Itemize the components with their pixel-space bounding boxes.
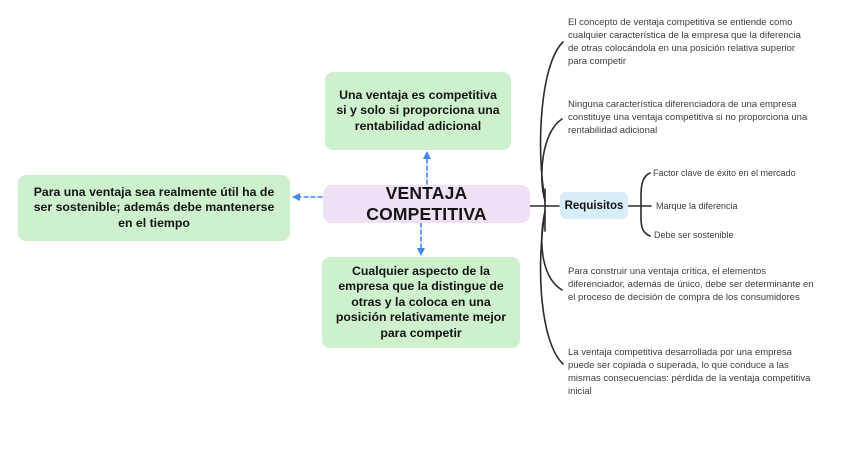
connector-requisitos-brace	[640, 172, 651, 237]
requisito-item-diferencia[interactable]: Marque la diferencia	[656, 201, 738, 211]
central-topic-label: VENTAJA COMPETITIVA	[366, 183, 487, 224]
node-top-rentabilidad[interactable]: Una ventaja es competitiva si y solo si …	[325, 72, 511, 150]
node-left-sostenible[interactable]: Para una ventaja sea realmente útil ha d…	[18, 175, 290, 241]
note-ninguna-caracteristica[interactable]: Ninguna característica diferenciadora de…	[568, 99, 808, 136]
requisito-item-sostenible[interactable]: Debe ser sostenible	[654, 230, 734, 240]
left-node-label: Para una ventaja sea realmente útil ha d…	[33, 184, 275, 230]
connector-to-note-4	[539, 211, 564, 365]
bottom-node-label: Cualquier aspecto de la empresa que la d…	[335, 263, 507, 340]
note-construir-ventaja[interactable]: Para construir una ventaja crítica, el e…	[568, 266, 814, 303]
connector-to-note-2	[541, 118, 563, 202]
arrowhead-down-icon	[417, 248, 425, 256]
node-bottom-aspecto[interactable]: Cualquier aspecto de la empresa que la d…	[322, 257, 520, 348]
requisito-item-factor[interactable]: Factor clave de éxito en el mercado	[653, 168, 796, 178]
top-node-label: Una ventaja es competitiva si y solo si …	[336, 87, 500, 133]
note-copiada-superada[interactable]: La ventaja competitiva desarrollada por …	[568, 347, 811, 397]
node-central-topic[interactable]: VENTAJA COMPETITIVA	[323, 183, 530, 224]
arrowhead-up-icon	[423, 151, 431, 159]
node-requisitos[interactable]: Requisitos	[560, 192, 628, 219]
requisitos-label: Requisitos	[564, 199, 624, 212]
note-concepto[interactable]: El concepto de ventaja competitiva se en…	[568, 17, 801, 67]
arrowhead-left-icon	[292, 193, 300, 201]
